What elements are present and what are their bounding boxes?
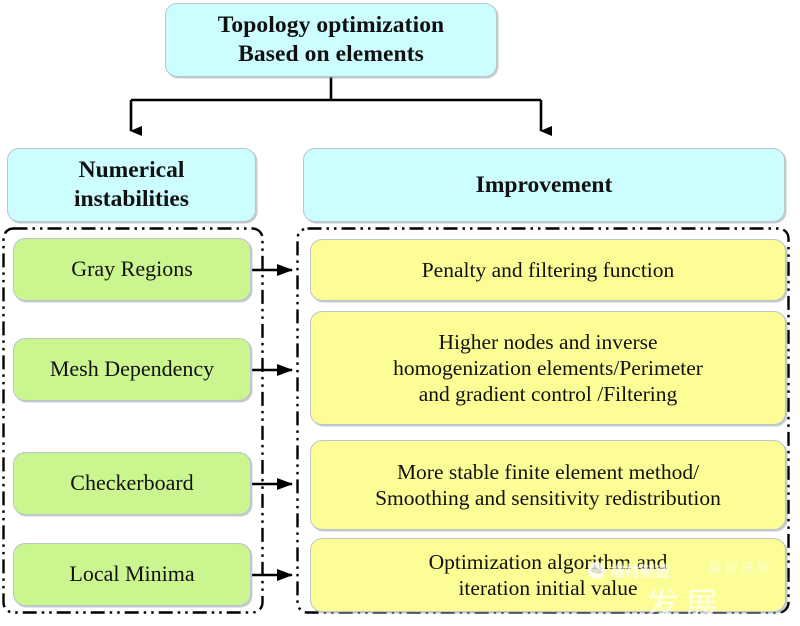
node-solution-text: Higher nodes and inverse homogenization … [319, 329, 777, 408]
node-root-topology-optimization[interactable]: Topology optimization Based on elements [165, 3, 497, 77]
node-solution-penalty-and-filtering[interactable]: Penalty and filtering function [310, 239, 786, 301]
node-solution-line: and gradient control /Filtering [418, 382, 678, 407]
node-problem-local-minima[interactable]: Local Minima [13, 543, 251, 606]
node-problem-label: Gray Regions [71, 256, 193, 282]
node-solution-line: Higher nodes and inverse [438, 329, 658, 354]
node-problem-mesh-dependency[interactable]: Mesh Dependency [13, 338, 251, 401]
node-solution-text: Penalty and filtering function [319, 257, 777, 283]
node-header-left-text: Numerical instabilities [16, 156, 247, 213]
node-solution-optimization-algorithm-initial-value[interactable]: Optimization algorithm and iteration ini… [310, 538, 786, 612]
node-problem-label: Mesh Dependency [49, 356, 215, 382]
node-problem-gray-regions[interactable]: Gray Regions [13, 238, 251, 301]
node-solution-text: More stable finite element method/ Smoot… [319, 459, 777, 511]
node-root-text: Topology optimization Based on elements [174, 11, 488, 68]
node-solution-more-stable-finite-element-method[interactable]: More stable finite element method/ Smoot… [310, 440, 786, 530]
node-root-line1: Topology optimization [217, 12, 445, 39]
node-solution-text: Optimization algorithm and iteration ini… [319, 549, 777, 601]
node-solution-line: Penalty and filtering function [421, 257, 675, 282]
node-solution-line: iteration initial value [458, 576, 638, 600]
node-solution-higher-nodes-inverse-homogenization[interactable]: Higher nodes and inverse homogenization … [310, 311, 786, 425]
node-problem-label: Local Minima [69, 561, 195, 587]
node-header-right-text: Improvement [475, 171, 613, 198]
node-solution-line: Optimization algorithm and [428, 549, 668, 574]
node-header-left-line2: instabilities [74, 186, 189, 212]
node-solution-line: More stable finite element method/ [396, 459, 700, 484]
node-header-left-line1: Numerical [78, 157, 185, 184]
node-header-improvement[interactable]: Improvement [303, 148, 785, 222]
node-problem-checkerboard[interactable]: Checkerboard [13, 452, 251, 515]
node-problem-label: Checkerboard [70, 470, 194, 496]
node-root-line2: Based on elements [238, 41, 424, 67]
node-solution-line: Smoothing and sensitivity redistribution [375, 486, 721, 510]
node-solution-line: homogenization elements/Perimeter [393, 355, 703, 380]
node-header-numerical-instabilities[interactable]: Numerical instabilities [7, 148, 256, 222]
